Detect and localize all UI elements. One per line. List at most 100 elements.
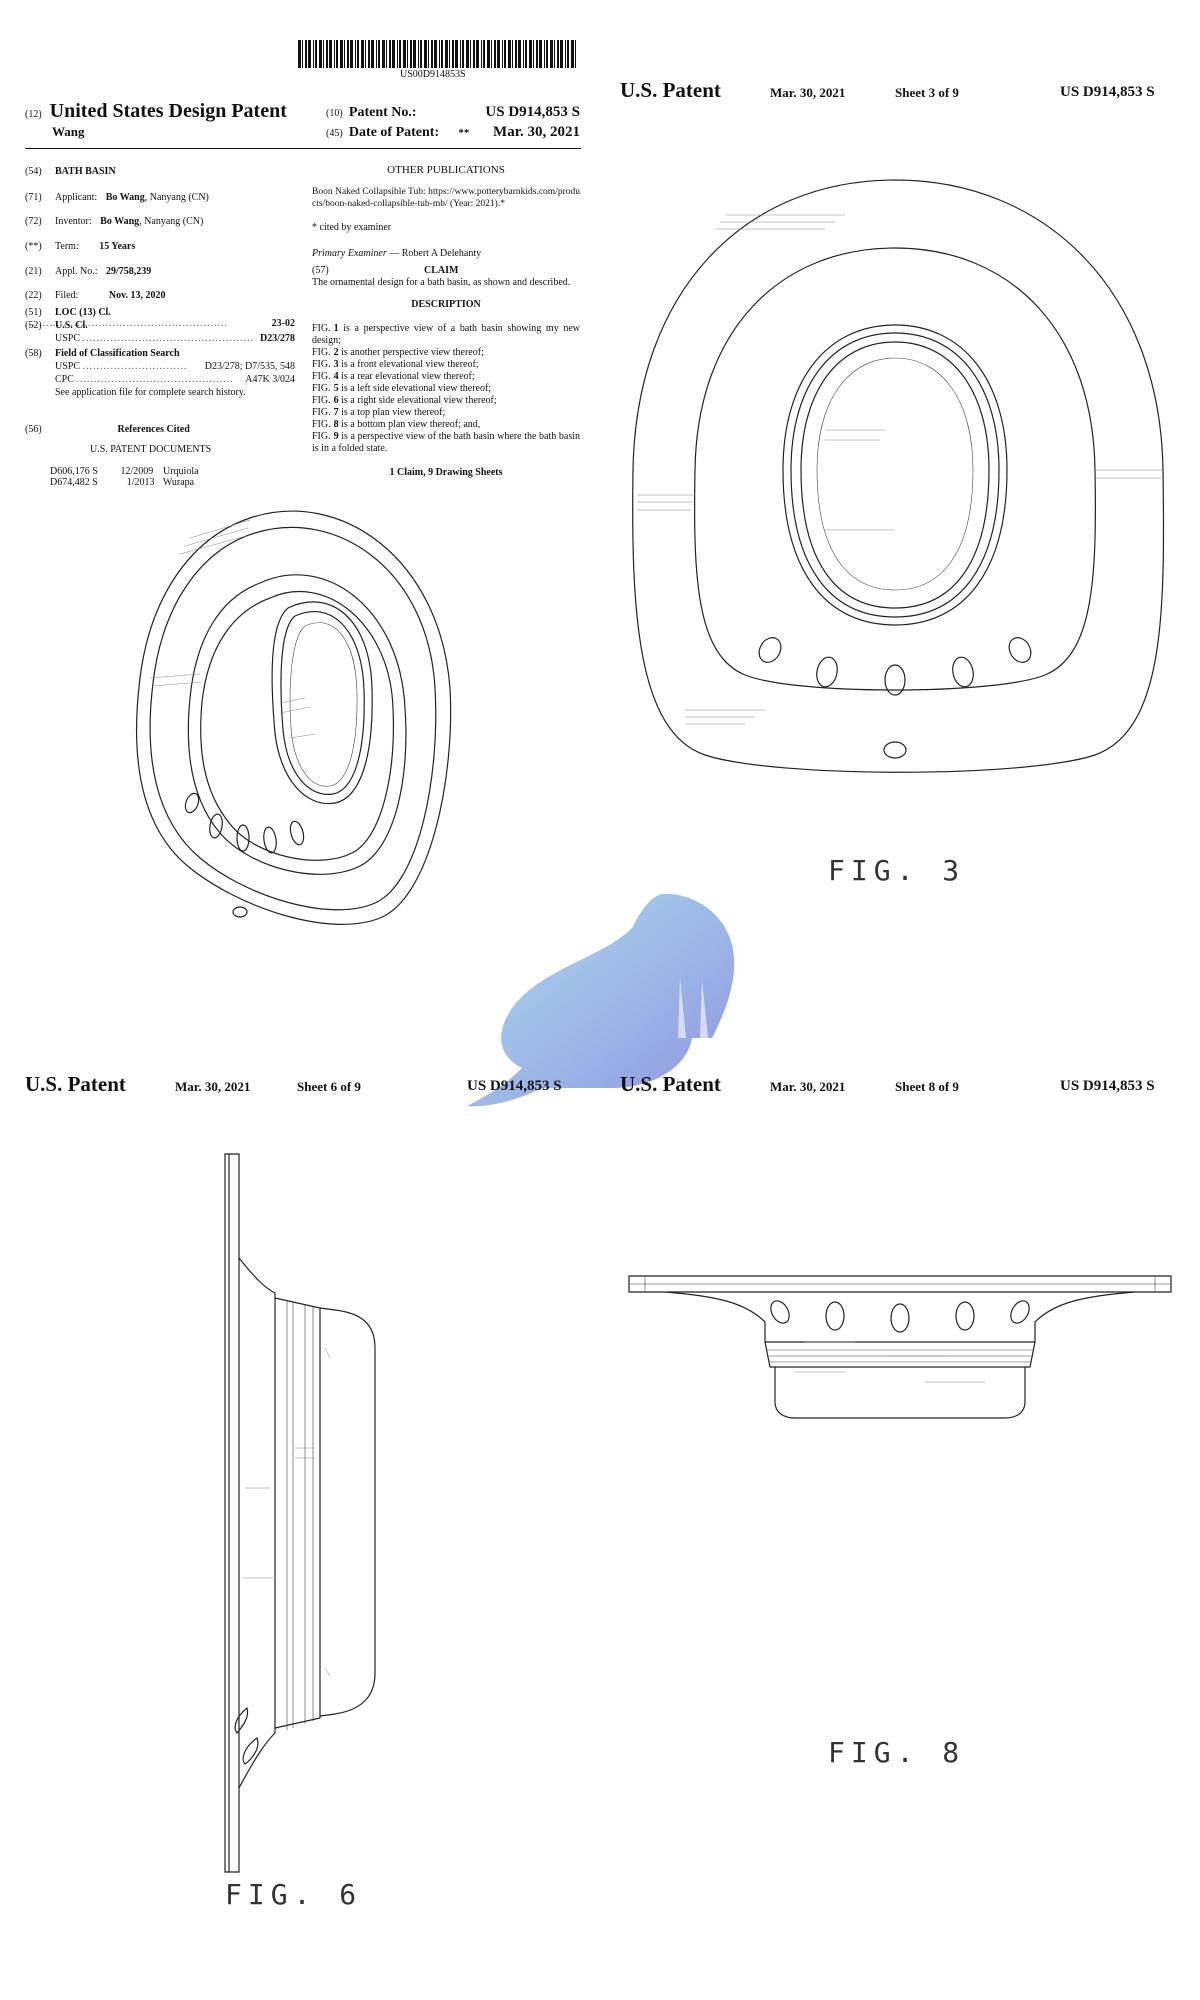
- barcode-bar: [418, 40, 419, 68]
- barcode-bar: [308, 40, 311, 68]
- sheet-patent-label: U.S. Patent: [620, 1072, 721, 1096]
- header-patent-no: (10) Patent No.: US D914,853 S: [326, 104, 580, 121]
- field-value-bold: 29/758,239: [106, 266, 152, 277]
- barcode-bar: [525, 40, 527, 68]
- field-label: Filed:: [55, 290, 79, 301]
- description-text: is another perspective view thereof;: [338, 347, 484, 358]
- fig-prefix: FIG.: [312, 347, 331, 358]
- barcode-bar: [497, 40, 500, 68]
- barcode-bar: [533, 40, 534, 68]
- field-label: Term:: [55, 241, 79, 252]
- description-line: FIG.8 is a bottom plan view thereof; and…: [312, 419, 580, 431]
- barcode-bar: [494, 40, 496, 68]
- description-line: FIG.6 is a right side elevational view t…: [312, 395, 580, 407]
- barcode-bars: [298, 40, 576, 68]
- barcode-bar: [567, 40, 569, 68]
- field-classification-cpc: CPC ....................................…: [55, 374, 295, 385]
- sheet-date: Mar. 30, 2021: [175, 1079, 251, 1094]
- reference-name: Urquiola: [163, 466, 199, 477]
- field-code: (22): [25, 290, 42, 301]
- fig-number: 4: [333, 371, 339, 382]
- kind-code: (12): [25, 109, 42, 120]
- barcode-bar: [466, 40, 469, 68]
- fig-prefix: FIG.: [312, 431, 331, 442]
- barcode-bar: [361, 40, 364, 68]
- barcode-bar: [397, 40, 398, 68]
- field-code: (72): [25, 216, 42, 227]
- reference-row: D606,176 S 12/2009 Urquiola: [50, 466, 320, 477]
- barcode-bar: [504, 40, 506, 68]
- sheet-date: Mar. 30, 2021: [770, 85, 846, 100]
- barcode-bar: [575, 40, 576, 68]
- fig1-perspective-drawing: [135, 510, 452, 925]
- classification-note: See application file for complete search…: [55, 387, 246, 398]
- barcode-bar: [392, 40, 395, 68]
- fig3-front-elevation-drawing: [632, 179, 1165, 773]
- barcode-bar: [407, 40, 408, 68]
- header-rule: [25, 148, 581, 149]
- field-term: (**)Term: 15 Years: [25, 241, 295, 252]
- barcode-bar: [462, 40, 464, 68]
- cited-note: * cited by examiner: [312, 222, 392, 233]
- barcode-bar: [449, 40, 450, 68]
- fig8-label: FIG. 8: [828, 1736, 966, 1769]
- barcode-bar: [529, 40, 532, 68]
- barcode-bar: [565, 40, 566, 68]
- barcode-bar: [305, 40, 307, 68]
- inventor-surname: Wang: [52, 124, 85, 139]
- fig-prefix: FIG.: [312, 323, 331, 334]
- field-label: Applicant:: [55, 192, 98, 203]
- fig-prefix: FIG.: [312, 407, 331, 418]
- description-line: FIG.1 is a perspective view of a bath ba…: [312, 323, 580, 347]
- fig6-label: FIG. 6: [225, 1878, 363, 1911]
- date-mark: **: [458, 127, 470, 139]
- barcode-bar: [544, 40, 545, 68]
- fig-number: 2: [333, 347, 339, 358]
- barcode-bar: [460, 40, 461, 68]
- field-code: (**): [25, 241, 42, 252]
- description-text: is a bottom plan view thereof; and,: [338, 419, 481, 430]
- description-line: FIG.9 is a perspective view of the bath …: [312, 431, 580, 455]
- sheet-patent-number: US D914,853 S: [467, 1078, 562, 1094]
- field-appl-no: (21)Appl. No.: 29/758,239: [25, 266, 295, 277]
- barcode-bar: [389, 40, 391, 68]
- field-code: (52): [25, 320, 42, 331]
- barcode-bar: [336, 40, 338, 68]
- barcode-bar: [315, 40, 317, 68]
- claim-title: CLAIM: [424, 265, 459, 276]
- fig-prefix: FIG.: [312, 383, 331, 394]
- date-code: (45): [326, 128, 343, 139]
- sheet-number: Sheet 6 of 9: [297, 1079, 361, 1094]
- barcode-bar: [365, 40, 366, 68]
- description-text: is a top plan view thereof;: [338, 407, 446, 418]
- barcode-bar: [355, 40, 356, 68]
- examiner: Primary Examiner — Robert A Delehanty: [312, 248, 580, 260]
- fig-number: 1: [333, 323, 339, 334]
- field-applicant: (71)Applicant: Bo Wang, Nanyang (CN): [25, 192, 295, 203]
- description-list: FIG.1 is a perspective view of a bath ba…: [312, 323, 580, 455]
- leader-dots: ........................................…: [25, 318, 228, 329]
- barcode-bar: [518, 40, 521, 68]
- sheet-number: Sheet 3 of 9: [895, 85, 959, 100]
- field-value: , Nanyang (CN): [139, 216, 204, 227]
- barcode-bar: [554, 40, 555, 68]
- fig-number: 9: [333, 431, 339, 442]
- barcode-bar: [319, 40, 322, 68]
- field-filed: (22)Filed: Nov. 13, 2020: [25, 290, 295, 301]
- leader-dots: ........................................…: [82, 333, 255, 344]
- barcode-bar: [481, 40, 482, 68]
- barcode-bar: [536, 40, 538, 68]
- fig-prefix: FIG.: [312, 371, 331, 382]
- field-code: (58): [25, 348, 42, 359]
- barcode-bar: [334, 40, 335, 68]
- description-line: FIG.5 is a left side elevational view th…: [312, 383, 580, 395]
- fig-prefix: FIG.: [312, 395, 331, 406]
- examiner-label: Primary Examiner: [312, 248, 387, 259]
- loc-value: 23-02: [271, 318, 295, 329]
- field-cpc-label: CPC: [55, 374, 74, 385]
- barcode-bar: [302, 40, 303, 68]
- header-date: (45) Date of Patent: ** Mar. 30, 2021: [326, 124, 580, 141]
- description-text: is a left side elevational view thereof;: [338, 383, 492, 394]
- fig-number: 8: [333, 419, 339, 430]
- fig8-bottom-plan-drawing: [628, 1275, 1172, 1419]
